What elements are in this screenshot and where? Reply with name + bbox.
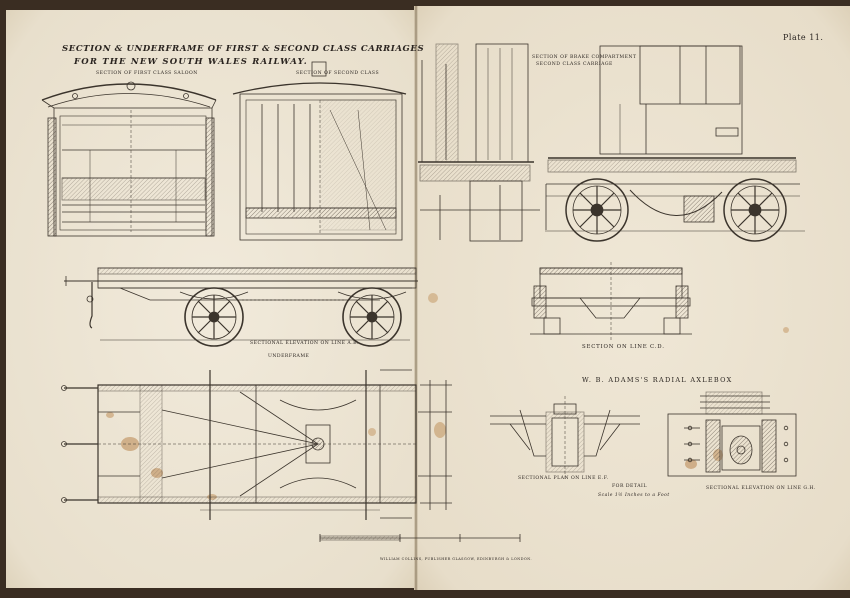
brake-compartment-right bbox=[545, 45, 805, 242]
label-section-cd: SECTION ON LINE C.D. bbox=[582, 344, 665, 350]
radial-axlebox-plan bbox=[490, 396, 640, 480]
plate-number: Plate 11. bbox=[783, 33, 824, 42]
label-brake-section-sub: SECOND CLASS CARRIAGE bbox=[536, 62, 613, 67]
first-class-saloon-section bbox=[41, 81, 217, 237]
label-sectional-elevation-gh: SECTIONAL ELEVATION ON LINE G.H. bbox=[706, 486, 816, 491]
label-radial-axlebox: W. B. ADAMS'S RADIAL AXLEBOX bbox=[582, 376, 733, 384]
label-sectional-plan: SECTIONAL PLAN ON LINE E.F. bbox=[518, 476, 609, 481]
drawings bbox=[41, 43, 805, 542]
label-underframe: UNDERFRAME bbox=[268, 354, 310, 359]
sectional-elevation-ab bbox=[64, 267, 418, 347]
plate-title-line1: SECTION & UNDERFRAME OF FIRST & SECOND C… bbox=[62, 44, 425, 54]
label-second-class-section: SECTION OF SECOND CLASS bbox=[296, 71, 380, 76]
scale-bar bbox=[319, 534, 521, 542]
underframe-plan bbox=[61, 369, 452, 520]
section-cd bbox=[530, 262, 692, 340]
label-first-class-section: SECTION OF FIRST CLASS SALOON bbox=[96, 71, 198, 76]
label-sectional-elevation-ab: SECTIONAL ELEVATION ON LINE A.B. bbox=[250, 341, 360, 346]
label-brake-section: SECTION OF BRAKE COMPARTMENT bbox=[532, 55, 637, 60]
scale-note: Scale 1½ Inches to a Foot bbox=[598, 493, 670, 498]
publisher-line: WILLIAM COLLINS, PUBLISHER GLASGOW, EDIN… bbox=[380, 557, 533, 561]
plate-title-line2: FOR THE NEW SOUTH WALES RAILWAY. bbox=[74, 57, 308, 67]
label-for-detail: FOR DETAIL bbox=[612, 484, 647, 489]
brake-compartment-left bbox=[418, 43, 540, 242]
second-class-section bbox=[232, 61, 407, 241]
sectional-elevation-gh bbox=[667, 391, 797, 477]
